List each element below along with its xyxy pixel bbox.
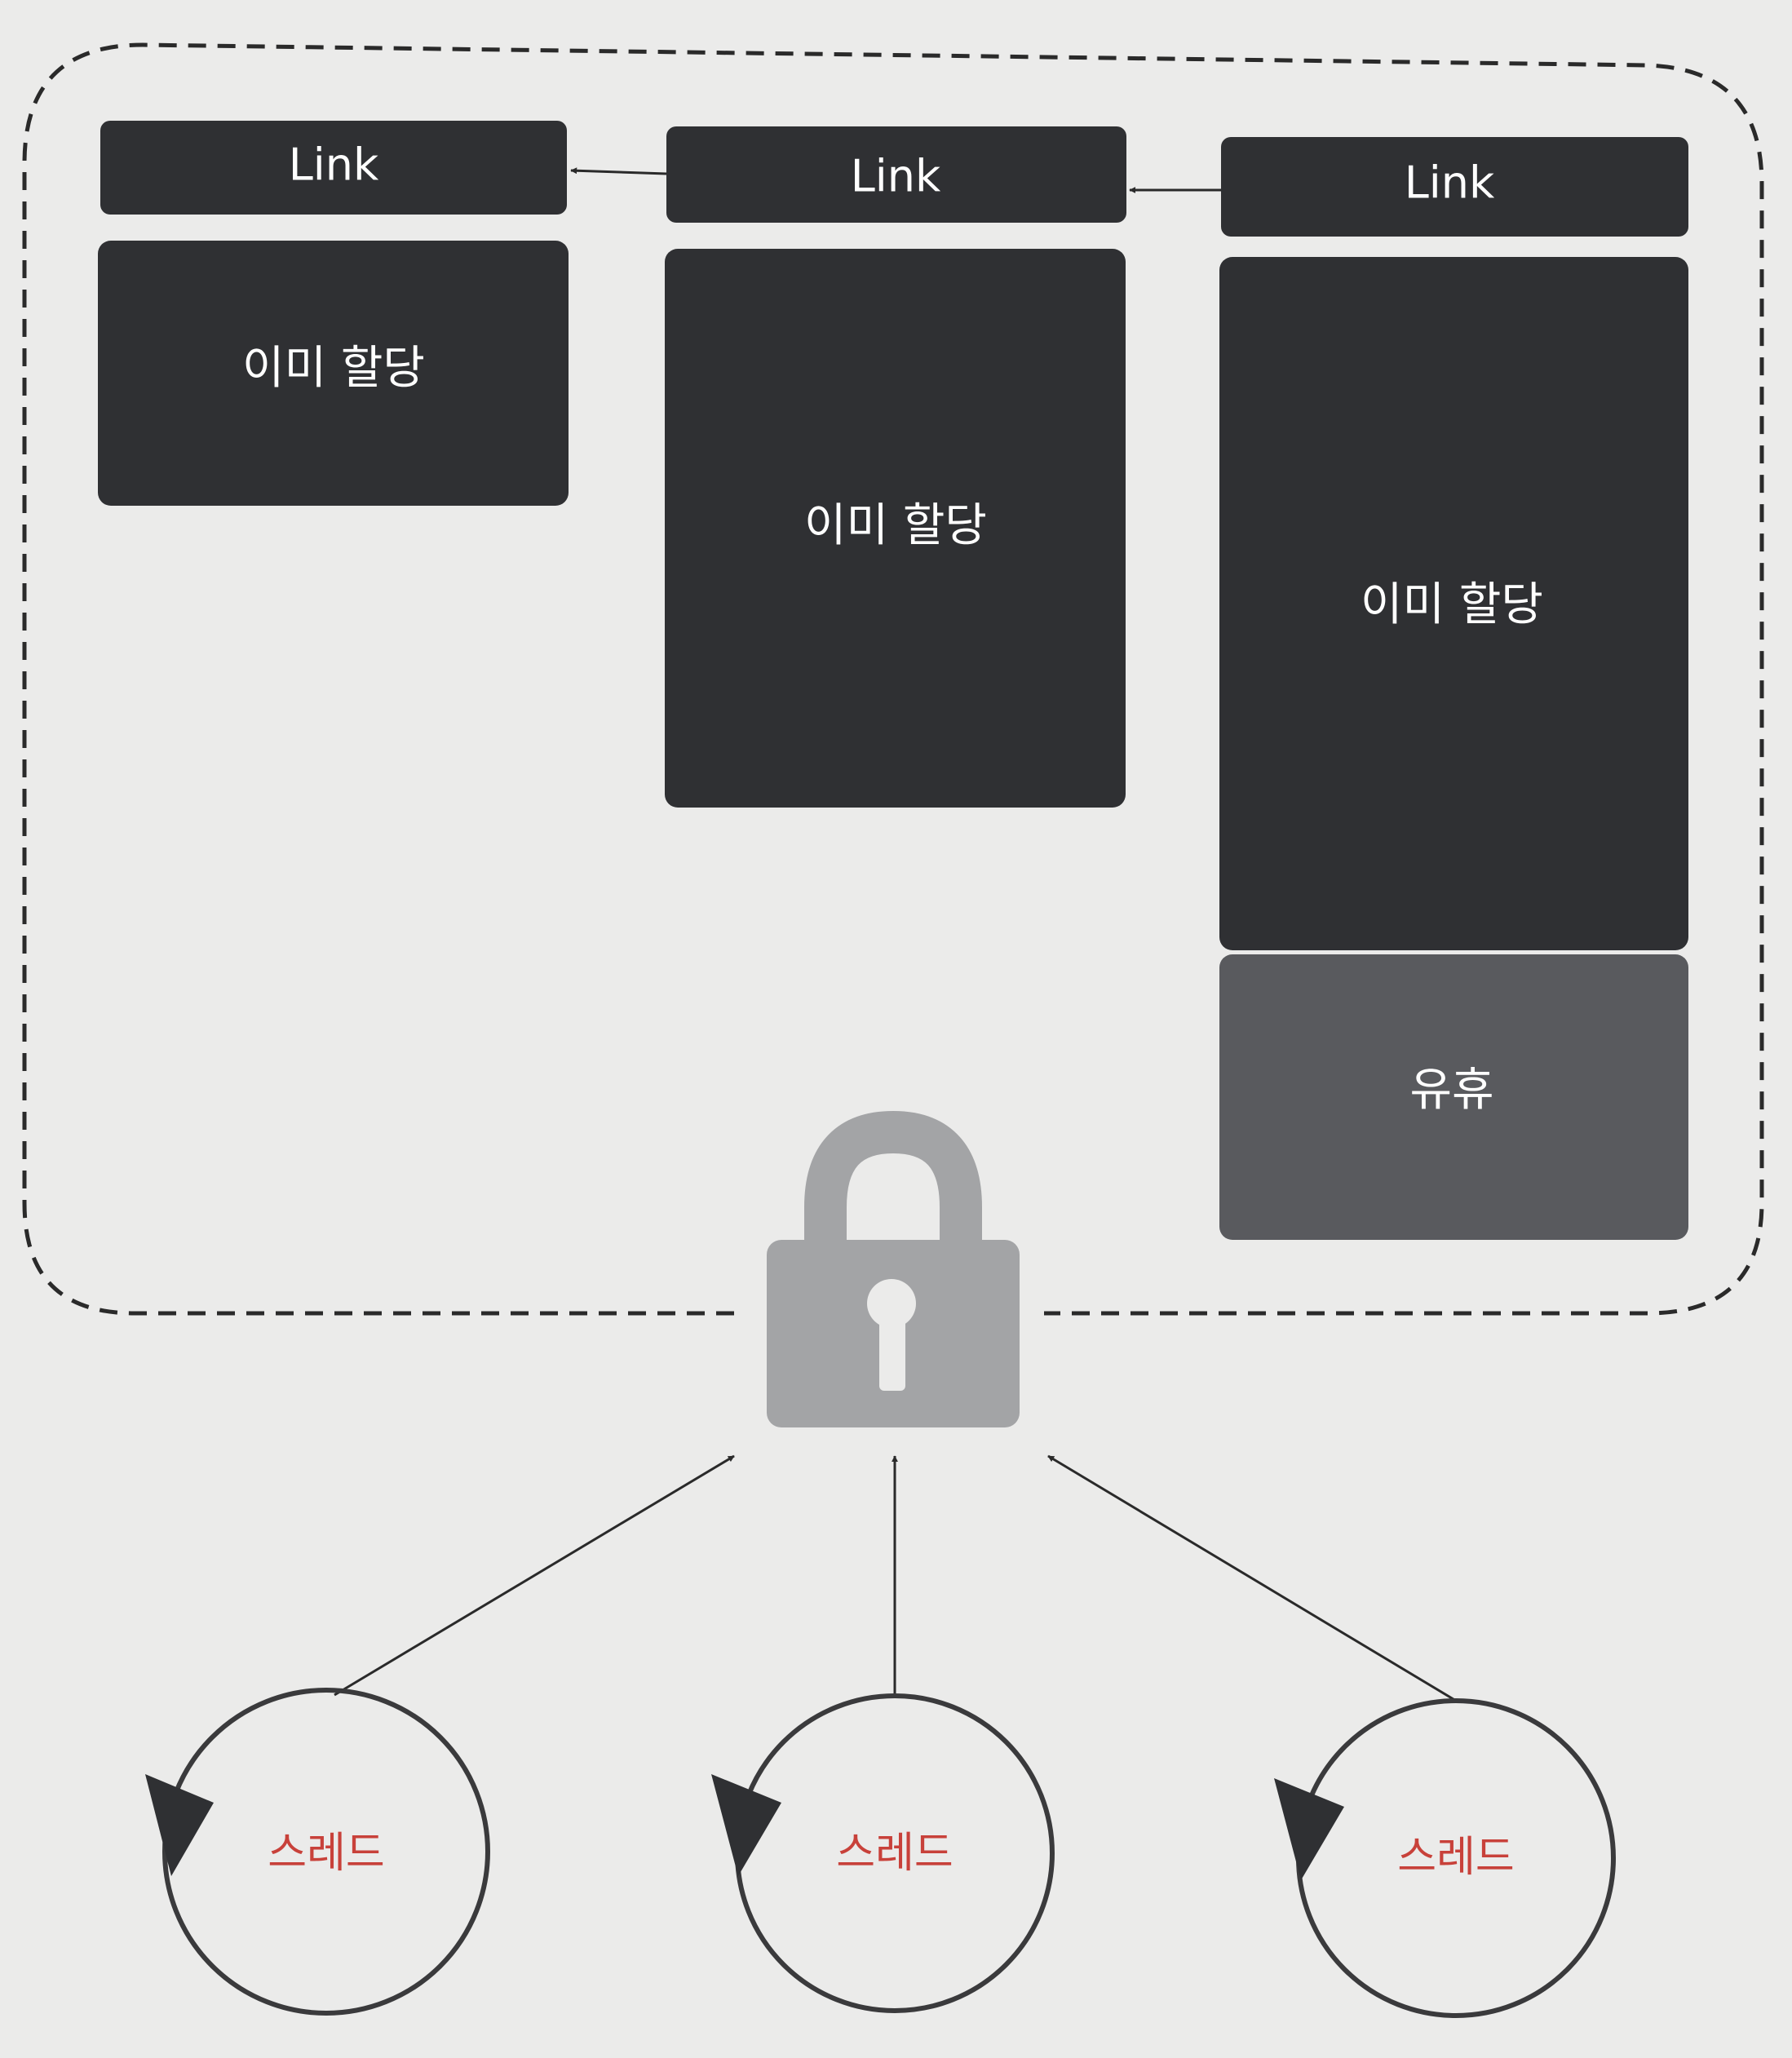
pool-column-2: Link 이미 할당 <box>665 126 1126 808</box>
link-arrow-2-to-1 <box>570 167 667 175</box>
pool-column-1: Link 이미 할당 <box>98 121 569 506</box>
allocated-label-1: 이미 할당 <box>242 342 425 395</box>
allocated-block-1 <box>98 241 569 506</box>
link-block-2 <box>666 126 1126 223</box>
thread-arrow-3 <box>1047 1454 1457 1702</box>
idle-label: 유휴 <box>1409 1064 1493 1117</box>
allocated-block-2 <box>665 249 1126 808</box>
link-label-1: Link <box>289 139 379 191</box>
thread-1: 스레드 <box>145 1688 490 2016</box>
thread-label-2: 스레드 <box>836 1829 954 1878</box>
allocated-label-2: 이미 할당 <box>804 499 987 552</box>
thread-label-1: 스레드 <box>268 1829 385 1878</box>
allocated-block-3 <box>1219 257 1688 950</box>
thread-3: 스레드 <box>1274 1698 1616 2018</box>
thread-loop-1 <box>162 1688 490 2016</box>
thread-label-3: 스레드 <box>1397 1833 1515 1882</box>
thread-loop-arrow-3 <box>1274 1778 1344 1880</box>
link-block-1 <box>100 121 567 215</box>
thread-loop-arrow-1 <box>145 1774 214 1876</box>
thread-loop-arrow-2 <box>711 1774 781 1876</box>
link-label-2: Link <box>851 151 941 202</box>
idle-block <box>1219 954 1688 1240</box>
thread-arrow-1 <box>334 1454 735 1697</box>
pool-column-3: Link 이미 할당 유휴 <box>1219 137 1688 1240</box>
thread-2: 스레드 <box>711 1693 1055 2013</box>
allocated-label-3: 이미 할당 <box>1361 578 1543 631</box>
link-label-3: Link <box>1405 157 1495 209</box>
pool-boundary <box>22 42 1764 1316</box>
padlock-keyhole-slot <box>879 1313 905 1391</box>
link-block-3 <box>1221 137 1688 237</box>
padlock-shackle <box>804 1110 982 1240</box>
padlock-icon <box>767 1110 1020 1427</box>
